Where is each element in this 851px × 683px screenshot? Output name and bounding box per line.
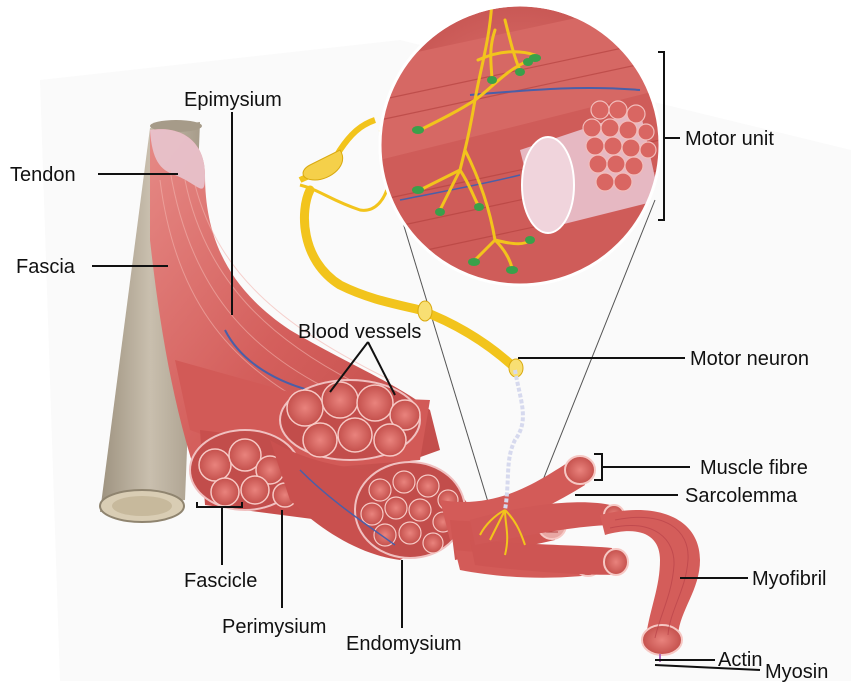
- motor-unit-zoom: [380, 0, 660, 290]
- motor-neuron-label: Motor neuron: [690, 349, 809, 369]
- fascicle-label: Fascicle: [184, 571, 257, 591]
- actin-label: Actin: [718, 650, 762, 670]
- endomysium-label: Endomysium: [346, 634, 462, 654]
- tendon-label: Tendon: [10, 165, 76, 185]
- blood-vessels-label: Blood vessels: [298, 322, 421, 342]
- muscle-fibre-label: Muscle fibre: [700, 458, 808, 478]
- fascia-label: Fascia: [16, 257, 75, 277]
- epimysium-label: Epimysium: [184, 90, 282, 110]
- perimysium-label: Perimysium: [222, 617, 326, 637]
- myosin-label: Myosin: [765, 662, 828, 682]
- motor-unit-label: Motor unit: [685, 129, 774, 149]
- sarcolemma-label: Sarcolemma: [685, 486, 797, 506]
- myofibril-label: Myofibril: [752, 569, 826, 589]
